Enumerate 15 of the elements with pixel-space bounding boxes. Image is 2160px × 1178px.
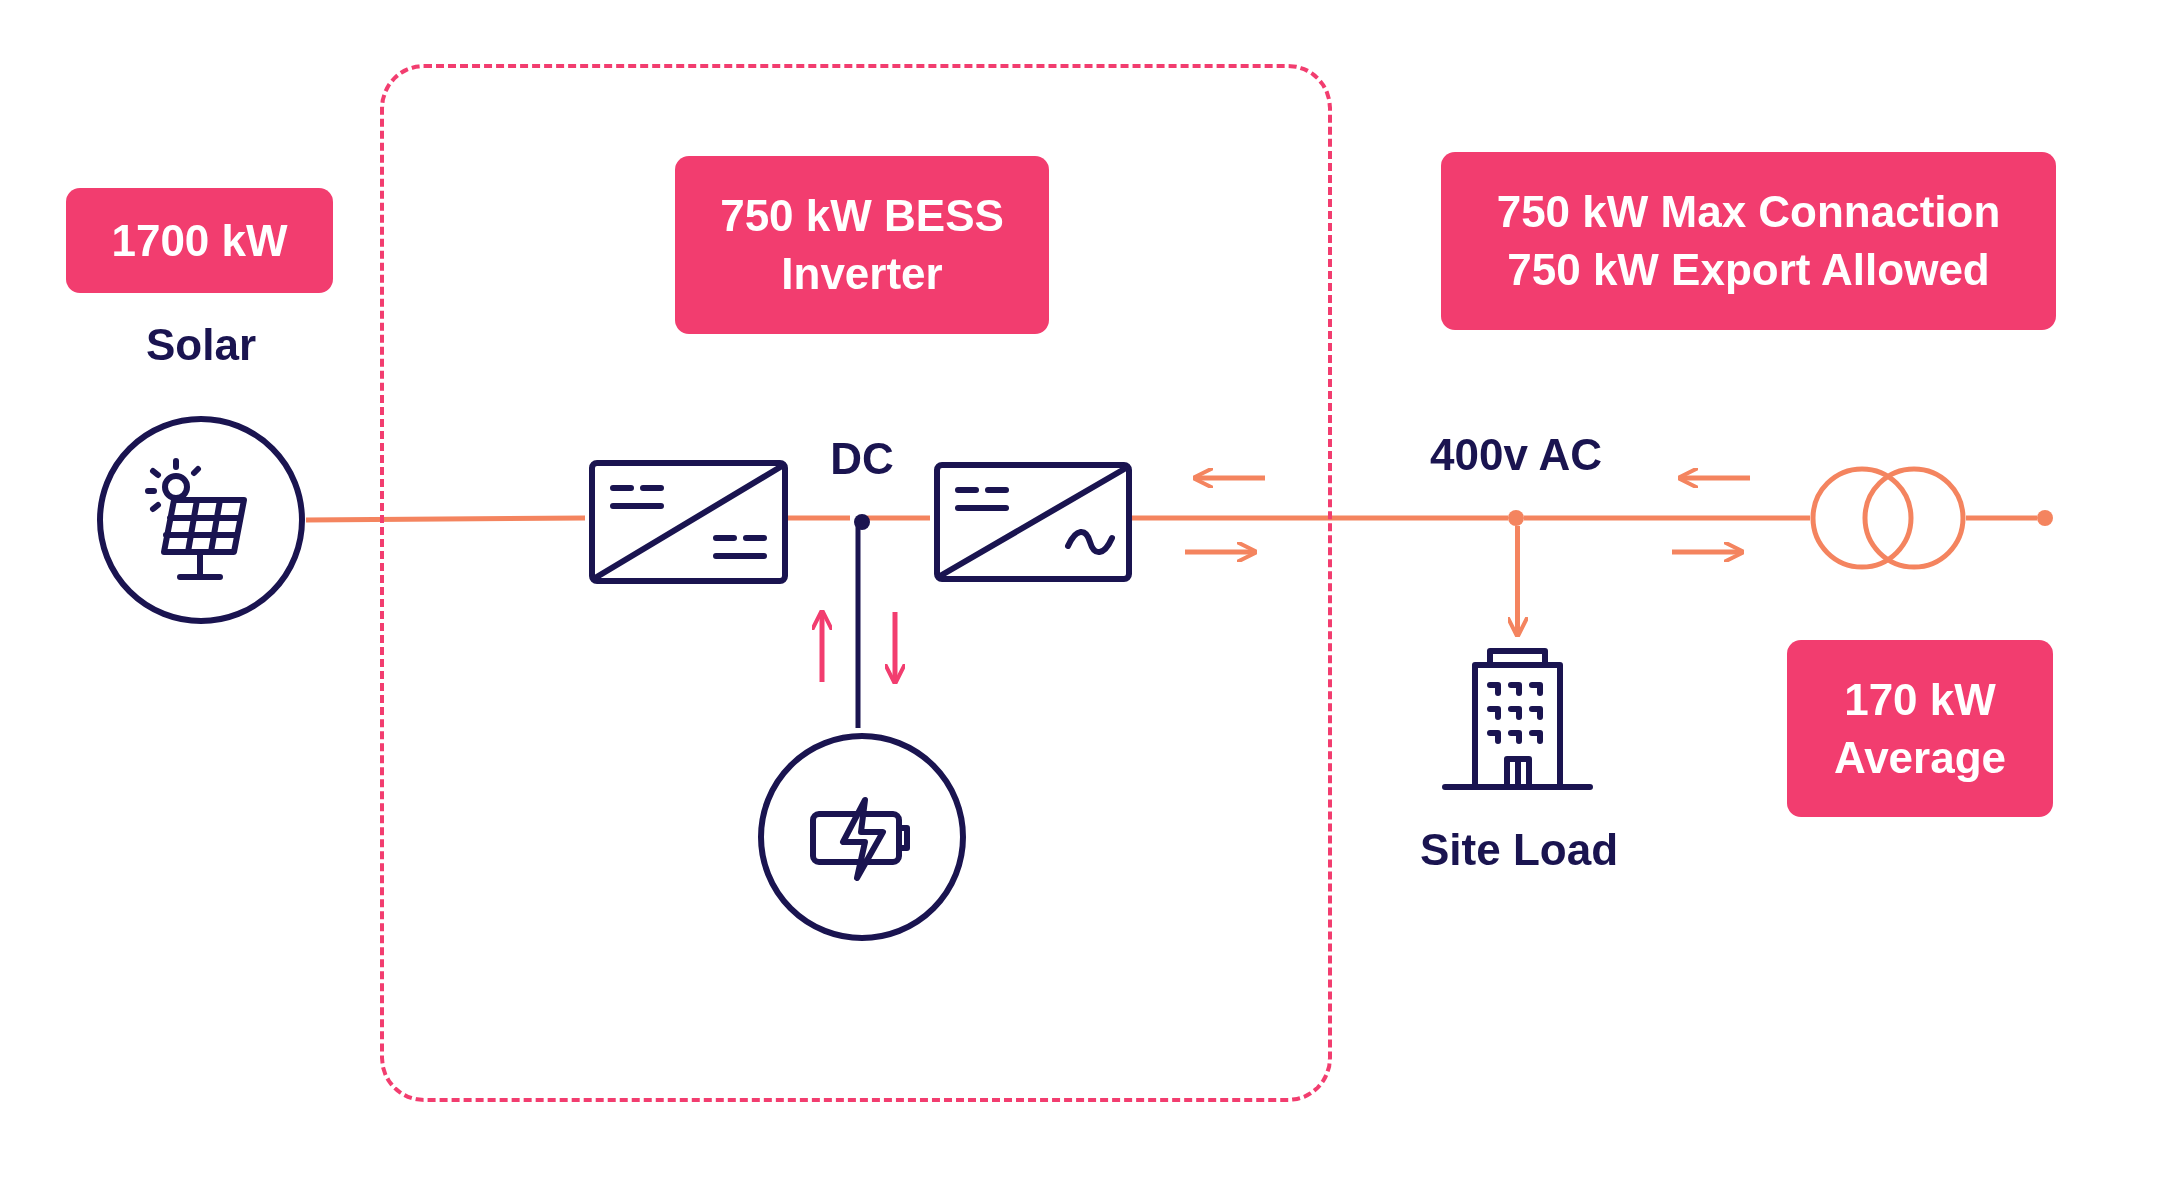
connector-line [306, 515, 585, 523]
node-label: Solar [144, 320, 257, 370]
rating-label: 750 kW BESS Inverter [675, 156, 1049, 334]
connector-line [855, 526, 861, 728]
arrow [1505, 526, 1530, 639]
bus-label: 400v AC [1429, 430, 1603, 480]
connector-line [1966, 515, 2037, 521]
connector-line [866, 515, 930, 521]
connector-line [1524, 515, 1810, 521]
rating-label: 170 kW Average [1787, 640, 2053, 817]
dashed-boundary [380, 64, 1332, 1102]
node-label: Site Load [1420, 825, 1615, 875]
rating-label: 750 kW Max Connaction 750 kW Export Allowed [1441, 152, 2056, 330]
rating-label: 1700 kW [66, 188, 333, 293]
bus-label: DC [829, 434, 895, 484]
